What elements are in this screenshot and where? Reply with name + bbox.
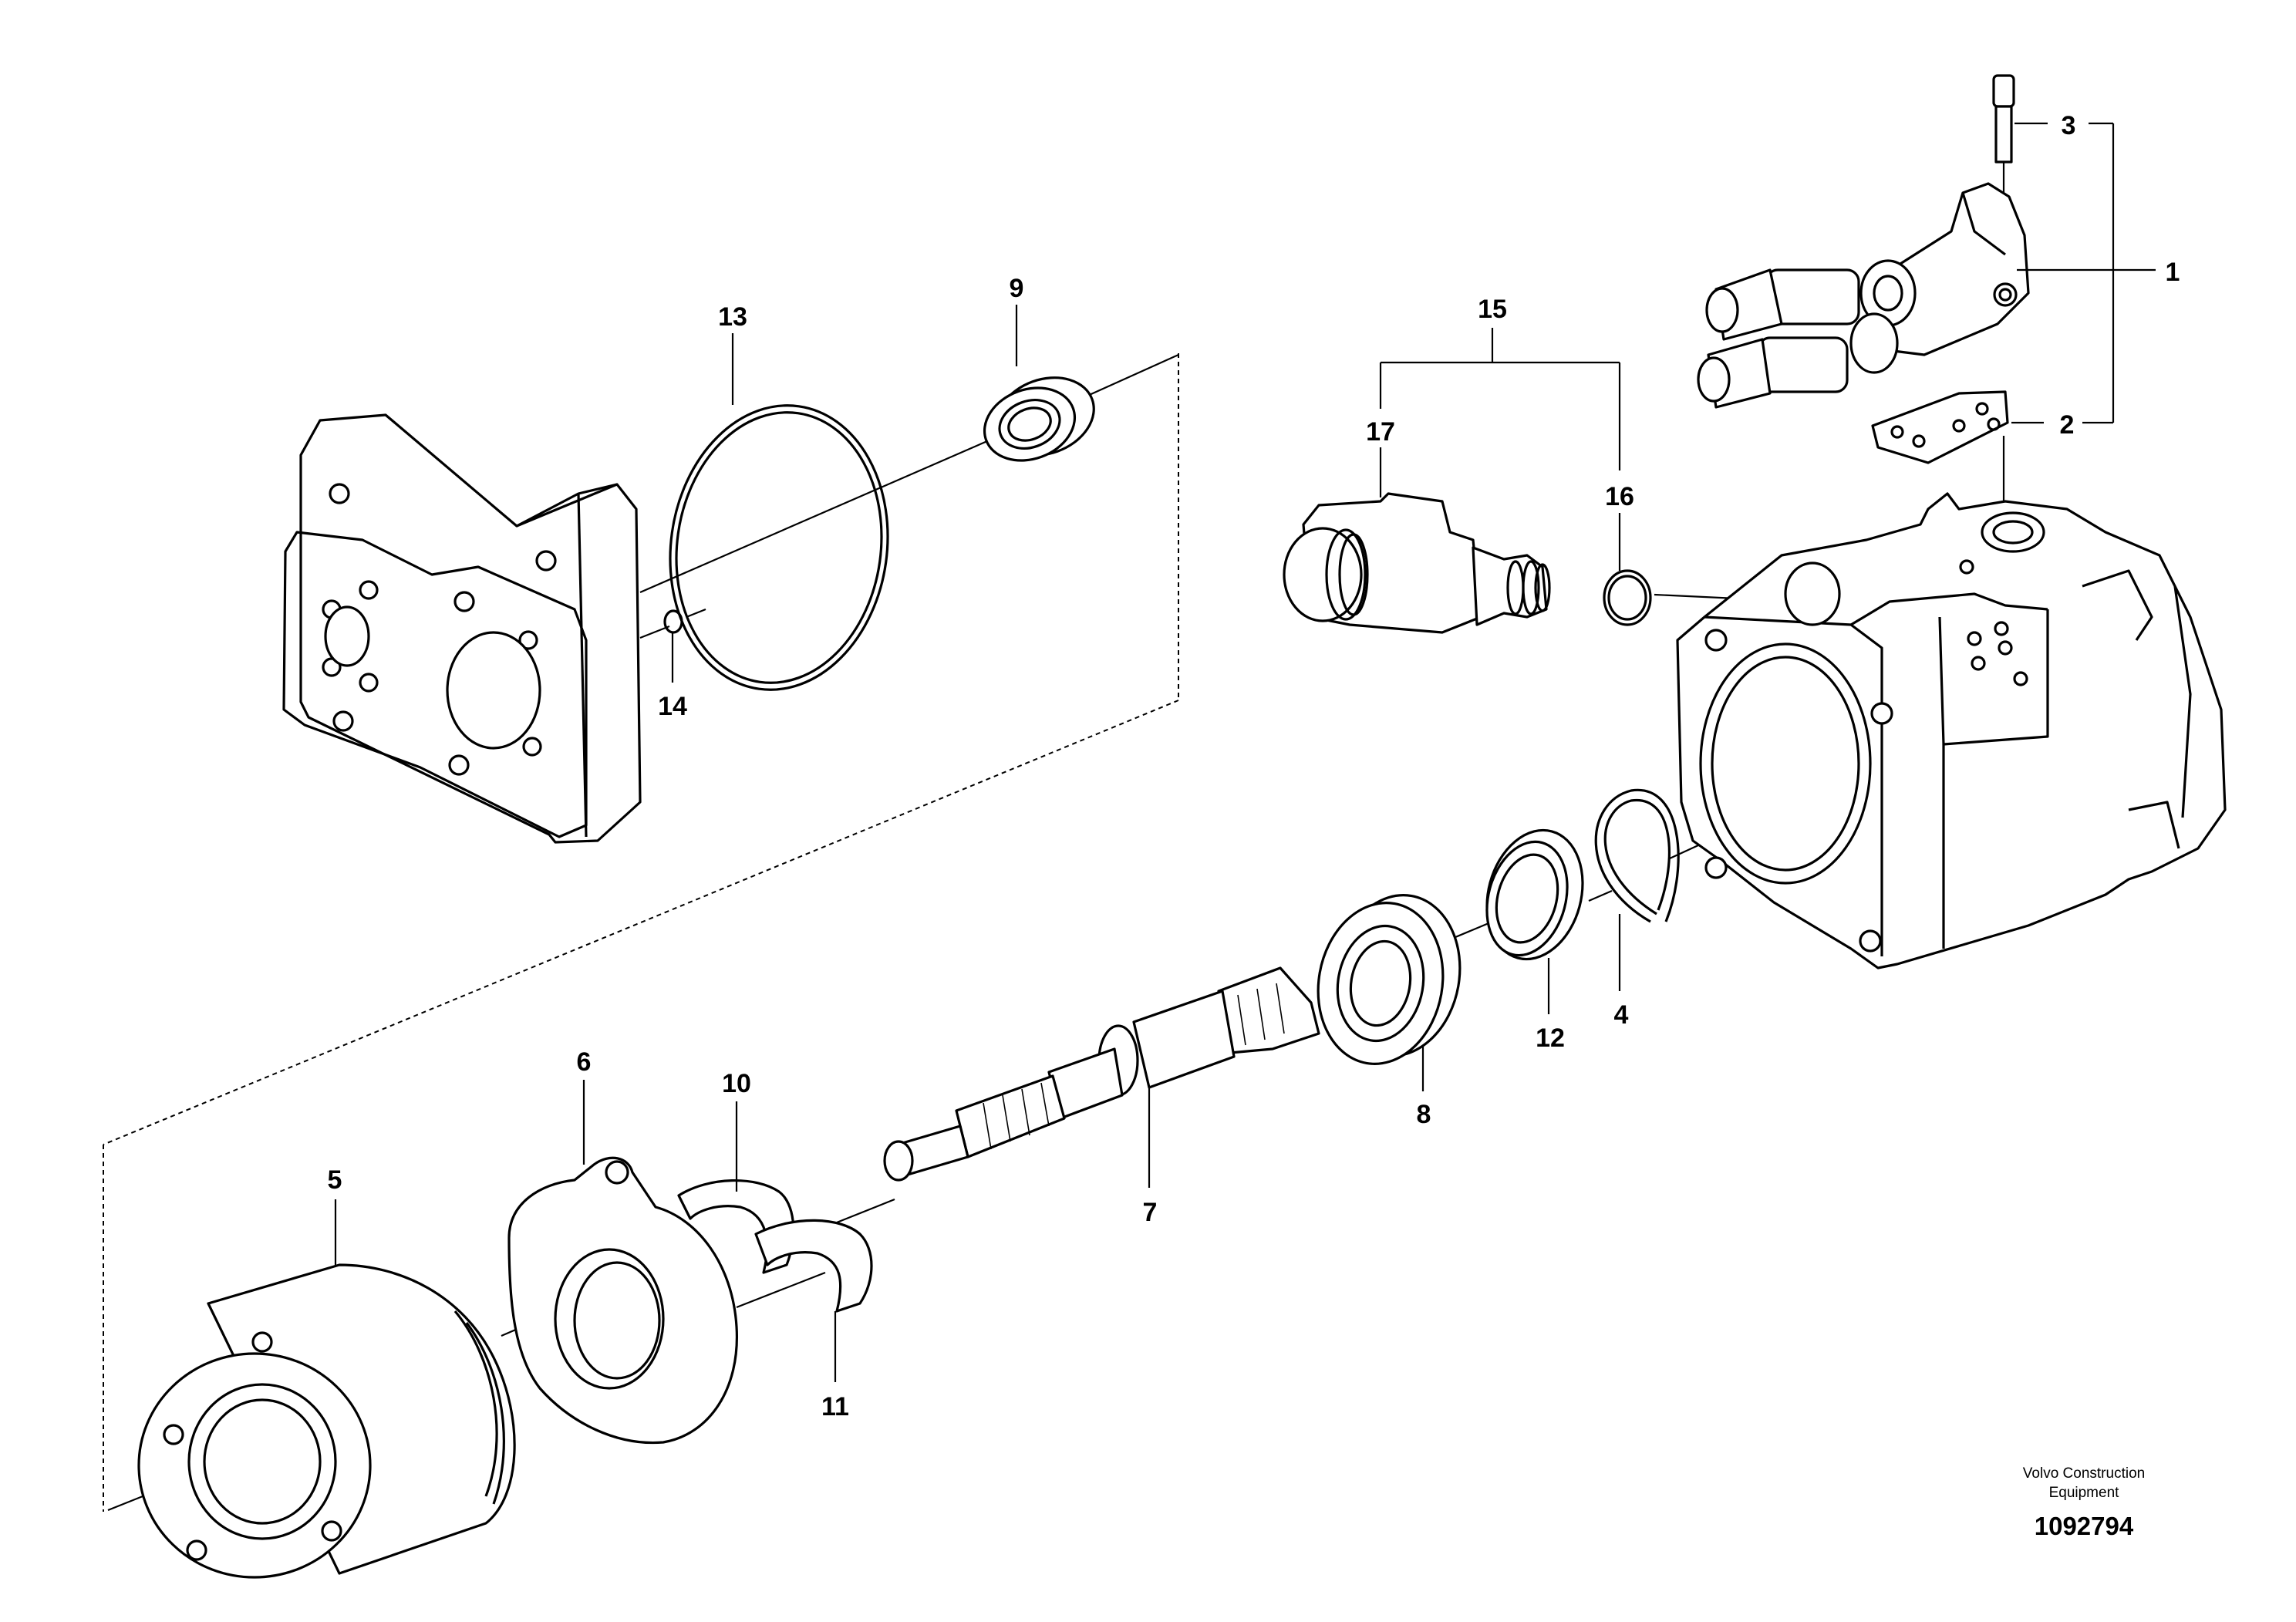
callout-15: 15 xyxy=(1478,295,1507,324)
o-ring-large xyxy=(669,404,889,691)
callout-12: 12 xyxy=(1536,1023,1565,1053)
callout-5: 5 xyxy=(328,1165,342,1195)
brand-line-2: Equipment xyxy=(2049,1485,2120,1501)
callout-1: 1 xyxy=(2166,258,2180,287)
bearing-small xyxy=(983,376,1095,462)
circlip xyxy=(1594,788,1680,923)
drive-shaft xyxy=(883,966,1320,1182)
o-ring-cartridge xyxy=(1603,569,1652,626)
callout-17: 17 xyxy=(1366,417,1395,447)
drawing-number: 1092794 xyxy=(2035,1512,2134,1540)
valve-block xyxy=(1697,182,2030,409)
leader-lines xyxy=(334,122,2156,1382)
callout-9: 9 xyxy=(1010,274,1024,303)
shaft-seal xyxy=(1485,828,1584,961)
callout-4: 4 xyxy=(1614,1000,1629,1030)
bearing-large xyxy=(1317,894,1462,1065)
brand-line-1: Volvo Construction xyxy=(2023,1465,2145,1482)
swash-plate xyxy=(507,1156,739,1445)
solenoid-cartridge xyxy=(1283,492,1551,634)
callout-7: 7 xyxy=(1143,1198,1158,1227)
callout-6: 6 xyxy=(577,1047,592,1077)
callout-8: 8 xyxy=(1417,1100,1431,1129)
callout-16: 16 xyxy=(1605,482,1634,511)
callout-10: 10 xyxy=(722,1069,751,1098)
small-o-ring xyxy=(663,609,683,634)
cylinder-barrel xyxy=(137,1263,516,1579)
screw xyxy=(1992,74,2015,164)
assembly-boundary xyxy=(103,353,1179,1512)
callout-14: 14 xyxy=(658,692,687,721)
footer-credit: Volvo Construction Equipment 1092794 xyxy=(2023,1465,2145,1540)
callout-2: 2 xyxy=(2060,410,2075,440)
callout-13: 13 xyxy=(718,302,747,332)
callout-3: 3 xyxy=(2062,111,2076,140)
pump-housing xyxy=(1676,492,2227,969)
half-shell-upper xyxy=(677,1179,795,1274)
callouts: 1 2 3 4 5 6 7 8 9 10 11 12 13 14 15 16 1… xyxy=(328,111,2180,1421)
half-shell-lower xyxy=(754,1219,873,1313)
valve-gasket xyxy=(1871,390,2009,464)
callout-11: 11 xyxy=(821,1392,849,1421)
end-cover xyxy=(282,413,642,844)
